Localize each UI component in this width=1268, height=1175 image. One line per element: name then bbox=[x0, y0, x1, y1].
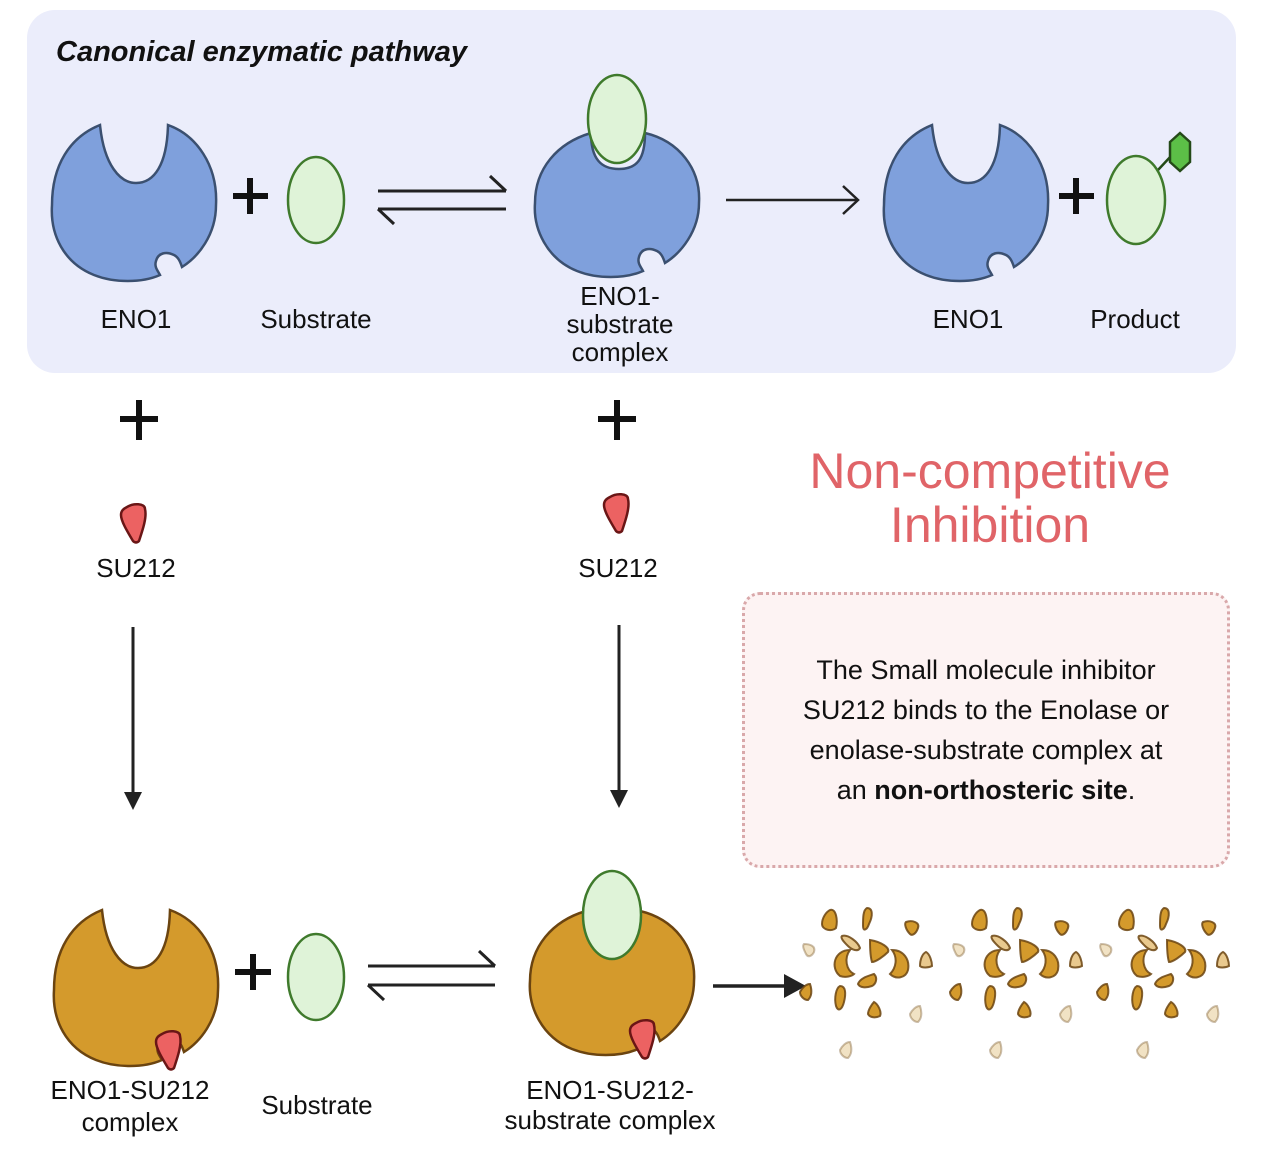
enzyme-fragment bbox=[988, 1040, 1003, 1060]
enzyme-fragment bbox=[1163, 1000, 1179, 1019]
label-eno1-su212-complex-line1: ENO1-SU212 bbox=[50, 1075, 210, 1105]
fragment-group bbox=[948, 906, 1084, 1060]
enzyme-fragment bbox=[1158, 906, 1170, 931]
reaction-arrow-icon bbox=[726, 185, 860, 215]
note-line: The Small molecule inhibitor bbox=[816, 655, 1156, 685]
enzyme-fragment bbox=[834, 984, 847, 1011]
substrate-ellipse bbox=[286, 932, 346, 1022]
plus-icon bbox=[1059, 178, 1094, 214]
plus-icon bbox=[235, 954, 271, 990]
enzyme-fragment bbox=[1130, 948, 1153, 978]
note-text: . bbox=[1127, 775, 1136, 805]
inhibitor-su212-left bbox=[119, 502, 147, 544]
enzyme-eno1-released bbox=[882, 123, 1050, 283]
enzyme-substrate-complex bbox=[533, 73, 701, 279]
enzyme-fragment bbox=[1038, 948, 1060, 979]
enzyme-fragment bbox=[983, 948, 1006, 978]
enzyme-fragment bbox=[866, 1000, 882, 1019]
arrow-down-icon bbox=[124, 627, 142, 810]
label-substrate-bottom: Substrate bbox=[261, 1090, 373, 1120]
enzyme-fragment bbox=[1099, 942, 1113, 958]
enzyme-fragment bbox=[1054, 920, 1070, 936]
plus-icon bbox=[233, 178, 268, 214]
enzyme-fragment bbox=[802, 942, 816, 958]
substrate-ellipse bbox=[286, 155, 346, 245]
fragment-group bbox=[1095, 906, 1231, 1060]
enzyme-fragment bbox=[1185, 948, 1207, 979]
enzyme-fragment bbox=[1006, 972, 1028, 989]
enzyme-fragment bbox=[868, 938, 890, 964]
label-complex-line3: complex bbox=[571, 337, 669, 367]
label-ternary-complex-line1: ENO1-SU212- bbox=[526, 1075, 694, 1105]
enzyme-fragment bbox=[1153, 972, 1175, 989]
enzyme-fragment bbox=[1137, 934, 1159, 952]
enzyme-fragment bbox=[1131, 984, 1144, 1011]
label-complex-line1: ENO1- bbox=[580, 281, 660, 311]
enzyme-fragment bbox=[918, 950, 934, 969]
enzyme-fragment bbox=[990, 934, 1012, 952]
enzyme-fragment bbox=[1016, 1000, 1032, 1019]
label-eno1-su212-complex-line2: complex bbox=[81, 1107, 179, 1137]
enzyme-fragment bbox=[840, 934, 862, 952]
mechanism-note-text: The Small molecule inhibitor SU212 binds… bbox=[793, 650, 1179, 810]
product-group-hexagon-icon bbox=[1168, 131, 1192, 173]
enzyme-fragment bbox=[856, 972, 878, 989]
enzyme-fragment bbox=[904, 920, 920, 936]
degradation-arrow-icon bbox=[713, 974, 806, 998]
enzyme-eno1-free bbox=[50, 123, 218, 283]
enzyme-fragment bbox=[798, 982, 813, 1002]
enzyme-fragment bbox=[820, 908, 838, 932]
enzyme-fragment bbox=[888, 948, 910, 979]
enzyme-fragment bbox=[861, 906, 873, 931]
enzyme-fragment bbox=[1018, 938, 1040, 964]
equilibrium-arrow-icon bbox=[366, 949, 497, 1002]
label-eno1: ENO1 bbox=[100, 304, 172, 334]
fragment-group bbox=[798, 906, 934, 1060]
enzyme-su212-complex bbox=[52, 908, 220, 1071]
enzyme-fragment bbox=[1201, 920, 1217, 936]
mechanism-note-box: The Small molecule inhibitor SU212 binds… bbox=[742, 592, 1230, 868]
headline-noncompetitive-inhibition: Non-competitive Inhibition bbox=[760, 444, 1220, 552]
enzyme-fragment bbox=[908, 1004, 923, 1024]
label-complex-line2: substrate bbox=[566, 309, 674, 339]
note-line: an non-orthosteric site. bbox=[803, 770, 1169, 810]
arrow-down-icon bbox=[610, 625, 628, 808]
note-emphasis: non-orthosteric site bbox=[874, 775, 1128, 805]
plus-icon bbox=[598, 400, 636, 440]
enzyme-fragment bbox=[984, 984, 997, 1011]
note-line: SU212 binds to the Enolase or bbox=[802, 695, 1170, 725]
enzyme-fragment bbox=[1058, 1004, 1073, 1024]
panel-title: Canonical enzymatic pathway bbox=[56, 36, 467, 68]
inhibitor-su212-right bbox=[602, 492, 630, 534]
enzyme-fragment bbox=[952, 942, 966, 958]
enzyme-su212-substrate-complex bbox=[528, 869, 696, 1060]
label-ternary-complex-line2: substrate complex bbox=[504, 1105, 716, 1135]
label-eno1-released: ENO1 bbox=[932, 304, 1004, 334]
enzyme-fragment bbox=[1068, 950, 1084, 969]
note-line: enolase-substrate complex at bbox=[809, 735, 1163, 765]
enzyme-fragment bbox=[1215, 950, 1231, 969]
label-product: Product bbox=[1090, 304, 1180, 334]
enzyme-fragment bbox=[1117, 908, 1135, 932]
headline-line2: Inhibition bbox=[889, 497, 1091, 553]
enzyme-fragment bbox=[833, 948, 856, 978]
label-substrate: Substrate bbox=[260, 304, 372, 334]
product-molecule bbox=[1105, 131, 1192, 246]
enzyme-fragment bbox=[1205, 1004, 1220, 1024]
enzyme-fragment bbox=[1135, 1040, 1150, 1060]
enzyme-fragment bbox=[948, 982, 963, 1002]
label-su212-right: SU212 bbox=[578, 553, 658, 583]
enzyme-fragment bbox=[1095, 982, 1110, 1002]
equilibrium-arrow-icon bbox=[376, 174, 508, 226]
note-text: an bbox=[836, 775, 875, 805]
enzyme-fragment bbox=[1011, 906, 1023, 931]
headline-line1: Non-competitive bbox=[809, 443, 1171, 499]
enzyme-fragment bbox=[1165, 938, 1187, 964]
enzyme-fragment bbox=[838, 1040, 853, 1060]
enzyme-fragments-cluster bbox=[798, 906, 1231, 1060]
plus-icon bbox=[120, 400, 158, 440]
enzyme-fragment bbox=[970, 908, 988, 932]
label-su212-left: SU212 bbox=[96, 553, 176, 583]
